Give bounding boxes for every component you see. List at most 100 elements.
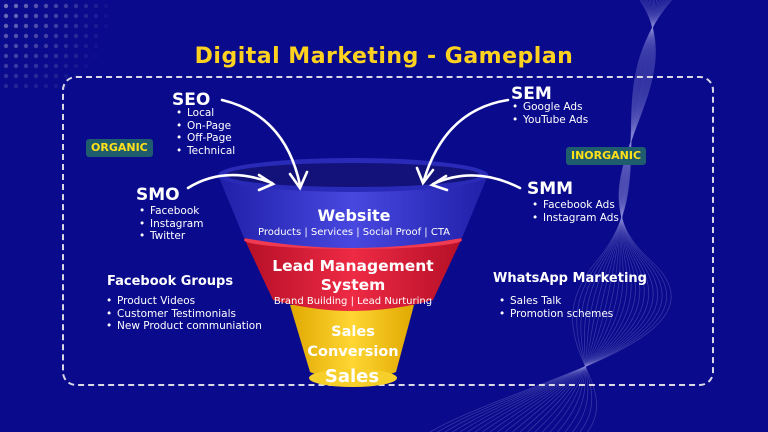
decor-dot (43, 23, 49, 29)
decor-wave-line (576, 0, 671, 432)
arrow-smo-head (257, 173, 276, 192)
funnel-conversion-line2: Conversion (307, 344, 399, 360)
funnel-sales-conversion-segment (290, 305, 414, 381)
organic-badge: ORGANIC (86, 139, 153, 157)
decor-dot (13, 23, 19, 29)
decor-dot (63, 53, 69, 59)
decor-dot (33, 63, 39, 69)
decor-dot (23, 23, 29, 29)
decor-dot (23, 53, 29, 59)
decor-dot (33, 73, 39, 79)
smo-item: Twitter (139, 230, 203, 243)
funnel-lead-label: Lead Management System (258, 257, 448, 295)
decor-dot (23, 3, 29, 9)
decor-dot (13, 63, 19, 69)
decor-dot (23, 33, 29, 39)
decor-dot (3, 23, 9, 29)
smm-list: Facebook Ads Instagram Ads (532, 199, 619, 224)
sem-item: Google Ads (512, 101, 588, 114)
decor-dot (3, 13, 9, 19)
facebook-groups-list: Product Videos Customer Testimonials New… (106, 295, 262, 333)
decor-dot (93, 3, 99, 9)
decor-dot (13, 43, 19, 49)
decor-dot (43, 73, 49, 79)
smo-item: Facebook (139, 205, 203, 218)
dashed-frame (62, 76, 714, 386)
decor-dot (33, 23, 39, 29)
decor-dot (93, 13, 99, 19)
decor-dot (23, 13, 29, 19)
decor-wave-line (572, 0, 672, 432)
smo-heading: SMO (136, 185, 180, 205)
smm-item: Facebook Ads (532, 199, 619, 212)
decor-dot (93, 23, 99, 29)
funnel-website-sub: Products | Services | Social Proof | CTA (257, 227, 450, 238)
decor-dot (33, 83, 39, 89)
decor-dot (73, 13, 79, 19)
decor-dot (43, 53, 49, 59)
sem-item: YouTube Ads (512, 114, 588, 127)
decor-dot (63, 33, 69, 39)
decor-dot (43, 33, 49, 39)
decor-wave-line (527, 0, 660, 432)
inorganic-badge: INORGANIC (566, 147, 647, 165)
decor-dot (83, 13, 89, 19)
facebook-groups-item: Product Videos (106, 295, 262, 308)
decor-dot (83, 33, 89, 39)
funnel-conversion-line1: Sales (331, 324, 375, 340)
decor-dot (33, 13, 39, 19)
decor-dot (83, 3, 89, 9)
decor-dot (73, 53, 79, 59)
decor-dot (93, 33, 99, 39)
decor-wave-line (504, 0, 656, 432)
decor-wave-line (519, 0, 659, 432)
decor-dot (63, 23, 69, 29)
decor-dot (103, 3, 109, 9)
decor-dot (3, 63, 9, 69)
decor-wave-line (572, 0, 669, 432)
decor-dot (3, 3, 9, 9)
seo-item: Technical (176, 145, 235, 158)
arrow-smm (431, 174, 522, 190)
arrow-sem-head (415, 166, 435, 186)
decor-dot (13, 3, 19, 9)
facebook-groups-heading: Facebook Groups (107, 274, 234, 289)
funnel-website-label: Website (317, 206, 391, 225)
decor-wave-line (512, 0, 657, 432)
decor-dot (63, 63, 69, 69)
decor-dot (23, 43, 29, 49)
decor-dot (73, 3, 79, 9)
decor-dot (13, 13, 19, 19)
decor-dot (53, 53, 59, 59)
decor-dot (83, 23, 89, 29)
decor-dot (73, 63, 79, 69)
decor-dot (53, 23, 59, 29)
arrow-smm-head (429, 174, 449, 192)
decor-dot (93, 43, 99, 49)
whatsapp-item: Promotion schemes (499, 308, 613, 321)
decor-dot (63, 3, 69, 9)
decor-wave-line (549, 0, 665, 432)
funnel-website-segment (218, 175, 488, 248)
decor-dot (73, 23, 79, 29)
decor-dot (13, 33, 19, 39)
whatsapp-item: Sales Talk (499, 295, 613, 308)
smo-list: Facebook Instagram Twitter (139, 205, 203, 243)
arrow-seo-head (288, 170, 309, 191)
decor-dot (13, 53, 19, 59)
smm-heading: SMM (527, 179, 574, 199)
decor-dot (43, 63, 49, 69)
smo-item: Instagram (139, 218, 203, 231)
decor-dot (3, 83, 9, 89)
sem-list: Google Ads YouTube Ads (512, 101, 588, 126)
arrows (186, 98, 522, 192)
decor-dot (33, 53, 39, 59)
seo-list: Local On-Page Off-Page Technical (176, 107, 235, 157)
arrow-smo (186, 173, 274, 190)
funnel-sales-label: Sales (324, 366, 380, 387)
decor-wave-line (534, 0, 662, 432)
decor-dot (63, 13, 69, 19)
decor-dot (63, 73, 69, 79)
funnel-lead-line2: System (320, 276, 386, 294)
page-title: Digital Marketing - Gameplan (194, 44, 574, 69)
